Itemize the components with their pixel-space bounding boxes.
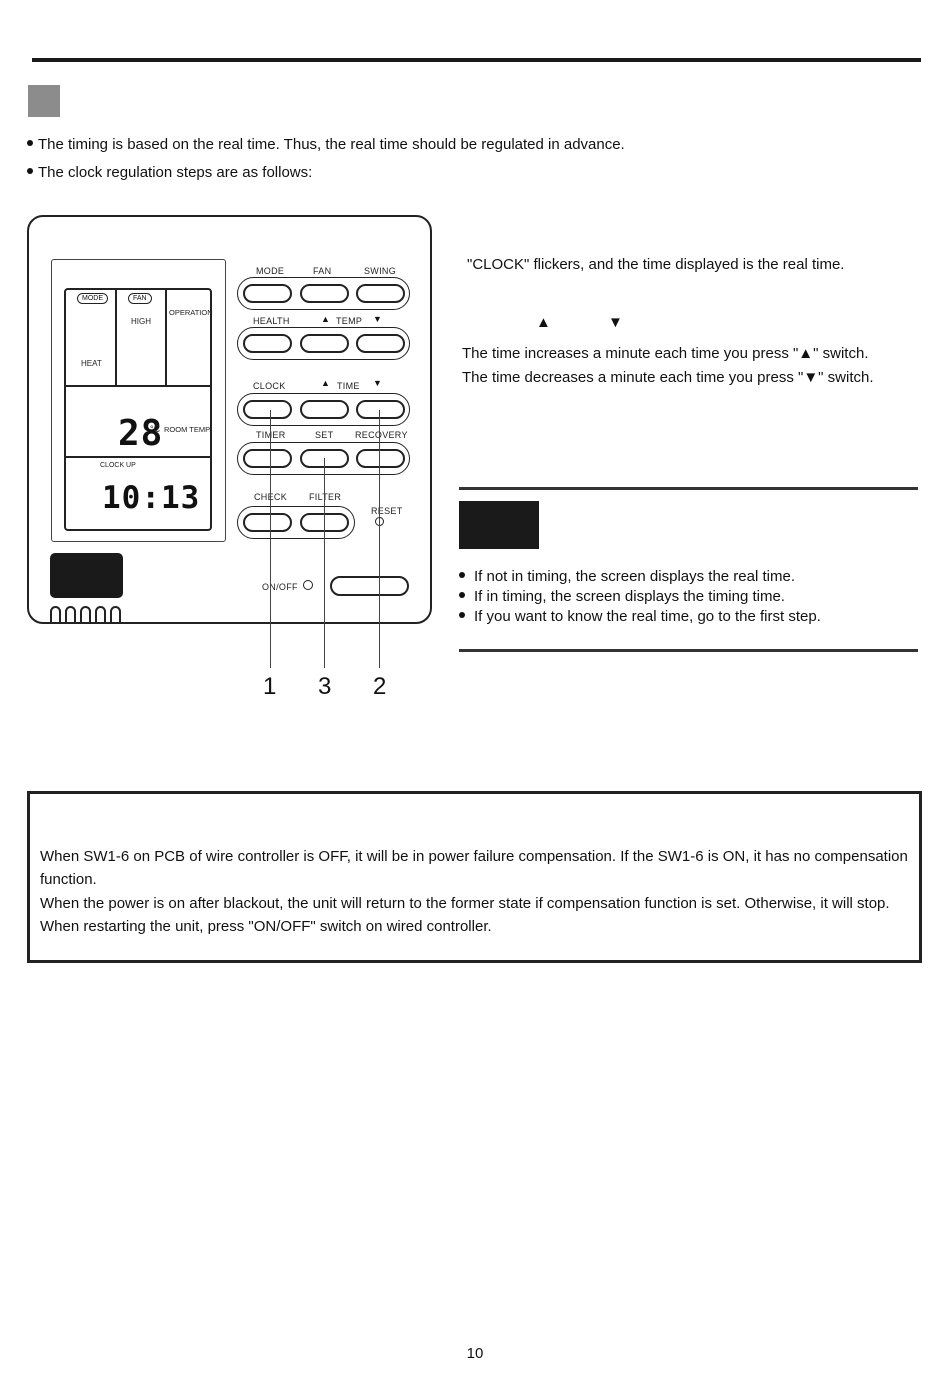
callout-line-1 <box>270 410 271 668</box>
callout-line-3 <box>324 458 325 668</box>
clock-button-label: CLOCK <box>253 381 286 391</box>
power-failure-para-1: When SW1-6 on PCB of wire controller is … <box>40 848 908 888</box>
notes-heading-block <box>459 501 539 549</box>
page-number: 10 <box>466 1345 484 1362</box>
time-up-button[interactable] <box>300 400 349 419</box>
clock-button[interactable] <box>243 400 292 419</box>
temp-label: TEMP <box>336 316 363 326</box>
lcd-high-label: HIGH <box>131 317 151 326</box>
lcd-clock-up-label: CLOCK UP <box>100 462 136 469</box>
lcd-heat-label: HEAT <box>81 359 102 368</box>
step-down-arrow-icon: ▼ <box>608 314 623 331</box>
check-button[interactable] <box>243 513 292 532</box>
step-up-arrow-icon: ▲ <box>536 314 551 331</box>
top-rule <box>32 58 921 62</box>
lcd-divider <box>115 289 117 385</box>
step-decrease-text: The time decreases a minute each time yo… <box>462 369 874 386</box>
notes-list: If not in timing, the screen displays th… <box>459 567 821 627</box>
lcd-temperature: 28 <box>118 413 164 454</box>
time-label: TIME <box>337 381 360 391</box>
lcd-screen <box>64 288 212 531</box>
bullet-dot <box>27 168 33 175</box>
lcd-frame <box>51 259 226 542</box>
mode-button-label: MODE <box>256 266 285 276</box>
step-clock-text: "CLOCK" flickers, and the time displayed… <box>467 256 845 273</box>
note-item: If not in timing, the screen displays th… <box>459 567 821 587</box>
fan-button[interactable] <box>300 284 349 303</box>
time-up-arrow-icon: ▲ <box>321 378 330 388</box>
lcd-fan-label: FAN <box>128 293 152 304</box>
power-failure-para-2: When the power is on after blackout, the… <box>40 895 890 935</box>
onoff-button[interactable] <box>330 576 409 596</box>
power-failure-box <box>27 791 922 963</box>
recovery-button[interactable] <box>356 449 405 468</box>
step-increase-text: The time increases a minute each time yo… <box>462 345 869 362</box>
controller-vents <box>50 606 126 624</box>
intro-bullet-1: The timing is based on the real time. Th… <box>27 136 625 153</box>
lcd-room-temp-label: ROOM TEMP. <box>164 425 212 434</box>
notes-bottom-rule <box>459 649 918 652</box>
section-marker <box>28 85 60 117</box>
lcd-mode-label: MODE <box>77 293 108 304</box>
callout-1: 1 <box>263 673 277 700</box>
lcd-divider <box>165 289 167 385</box>
bullet-dot <box>27 140 33 147</box>
time-down-arrow-icon: ▼ <box>373 378 382 388</box>
onoff-label: ON/OFF <box>262 582 298 592</box>
lcd-clock-time: 10:13 <box>102 480 201 516</box>
temp-up-arrow-icon: ▲ <box>321 314 330 324</box>
timer-button[interactable] <box>243 449 292 468</box>
reset-label: RESET <box>371 506 403 516</box>
temp-down-button[interactable] <box>356 334 405 353</box>
note-item: If in timing, the screen displays the ti… <box>459 587 821 607</box>
onoff-indicator <box>303 580 313 590</box>
lcd-operation-label: OPERATION <box>169 308 213 317</box>
temp-down-arrow-icon: ▼ <box>373 314 382 324</box>
swing-button-label: SWING <box>364 266 396 276</box>
health-button-label: HEALTH <box>253 316 290 326</box>
note-item: If you want to know the real time, go to… <box>459 607 821 627</box>
lcd-divider <box>65 385 211 387</box>
swing-button[interactable] <box>356 284 405 303</box>
filter-button-label: FILTER <box>309 492 342 502</box>
controller-black-panel <box>50 553 123 598</box>
wired-controller <box>27 215 432 624</box>
set-button-label: SET <box>315 430 334 440</box>
time-down-button[interactable] <box>356 400 405 419</box>
intro-bullet-2: The clock regulation steps are as follow… <box>27 164 312 181</box>
health-button[interactable] <box>243 334 292 353</box>
lcd-divider <box>65 456 211 458</box>
lcd-temp-unit: °C <box>150 424 161 434</box>
mode-button[interactable] <box>243 284 292 303</box>
fan-button-label: FAN <box>313 266 332 276</box>
callout-3: 3 <box>318 673 332 700</box>
notes-top-rule <box>459 487 918 490</box>
callout-2: 2 <box>373 673 387 700</box>
recovery-button-label: RECOVERY <box>355 430 408 440</box>
temp-up-button[interactable] <box>300 334 349 353</box>
callout-line-2 <box>379 410 380 668</box>
